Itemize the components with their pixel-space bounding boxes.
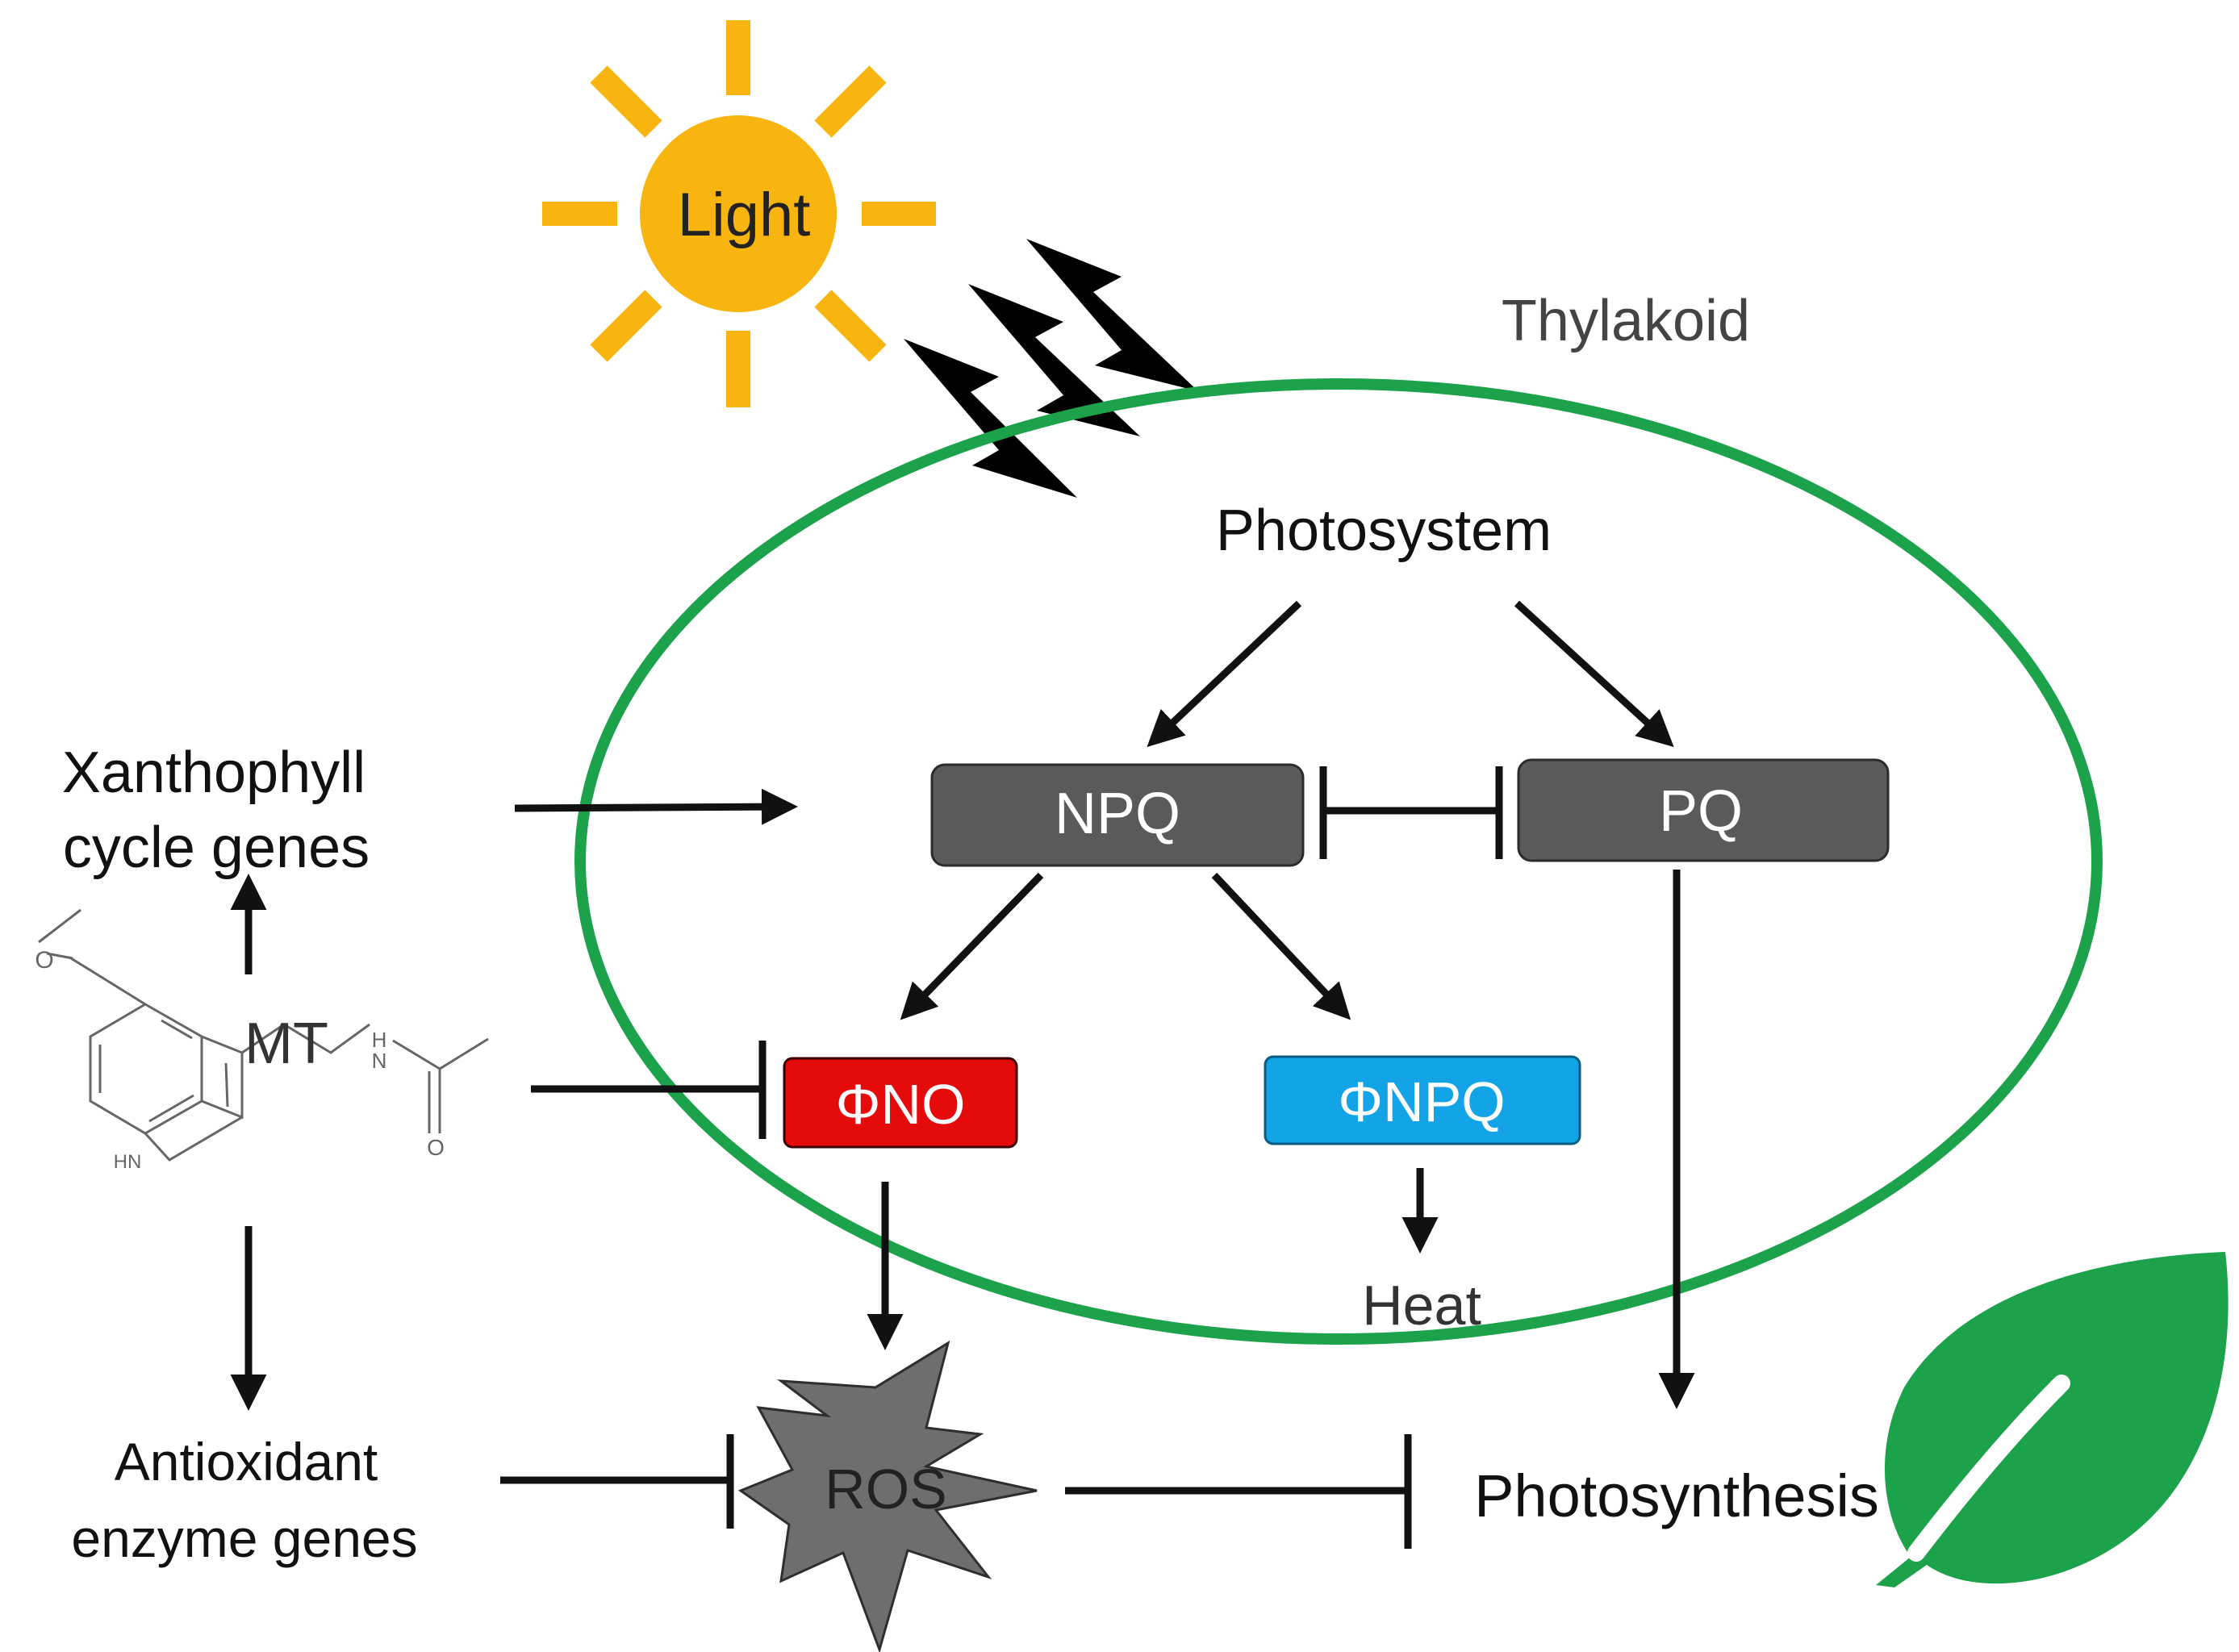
arrow-npq-phinpq <box>1211 872 1351 1020</box>
xanthophyll-line2: cycle genes <box>63 816 370 880</box>
mt-label: MT <box>244 1012 328 1076</box>
photosynthesis-label: Photosynthesis <box>1474 1462 1879 1529</box>
npq-label: NPQ <box>1055 782 1180 846</box>
thylakoid-label: Thylakoid <box>1502 289 1750 353</box>
phi-npq-box: ΦNPQ <box>1264 1055 1581 1145</box>
phi-no-label: ΦNO <box>836 1073 966 1136</box>
sun-label: Light <box>678 181 811 249</box>
pq-box: PQ <box>1517 758 1890 862</box>
thylakoid-ellipse <box>574 378 2103 1345</box>
antioxidant-line1: Antioxidant <box>115 1432 378 1491</box>
inhibitions <box>500 766 1503 1549</box>
melatonin-atom-hn: HN <box>114 1151 142 1173</box>
melatonin-atom-oc: O <box>427 1135 445 1160</box>
npq-box: NPQ <box>930 763 1305 867</box>
arrows <box>230 600 1695 1411</box>
arrow-photosystem-pq <box>1514 600 1674 748</box>
antioxidant-line2: enzyme genes <box>71 1508 417 1568</box>
heat-label: Heat <box>1362 1274 1481 1337</box>
arrow-xanthophyll-npq <box>514 788 798 825</box>
melatonin-atom-o: O <box>35 947 53 974</box>
arrow-npq-phino <box>900 872 1044 1020</box>
photosystem-label: Photosystem <box>1216 499 1552 563</box>
phi-no-box: ΦNO <box>783 1057 1018 1149</box>
melatonin-structure-icon <box>38 908 489 1162</box>
xanthophyll-line1: Xanthophyll <box>62 740 366 805</box>
lightning-icon <box>904 239 1198 498</box>
pq-label: PQ <box>1659 779 1743 844</box>
ros-label: ROS <box>825 1458 947 1521</box>
arrow-photosystem-npq <box>1147 600 1302 748</box>
phi-npq-label: ΦNPQ <box>1338 1070 1506 1133</box>
leaf-icon <box>1876 1252 2229 1587</box>
sun-icon <box>542 20 936 407</box>
ros-burst-icon <box>737 1340 1038 1652</box>
